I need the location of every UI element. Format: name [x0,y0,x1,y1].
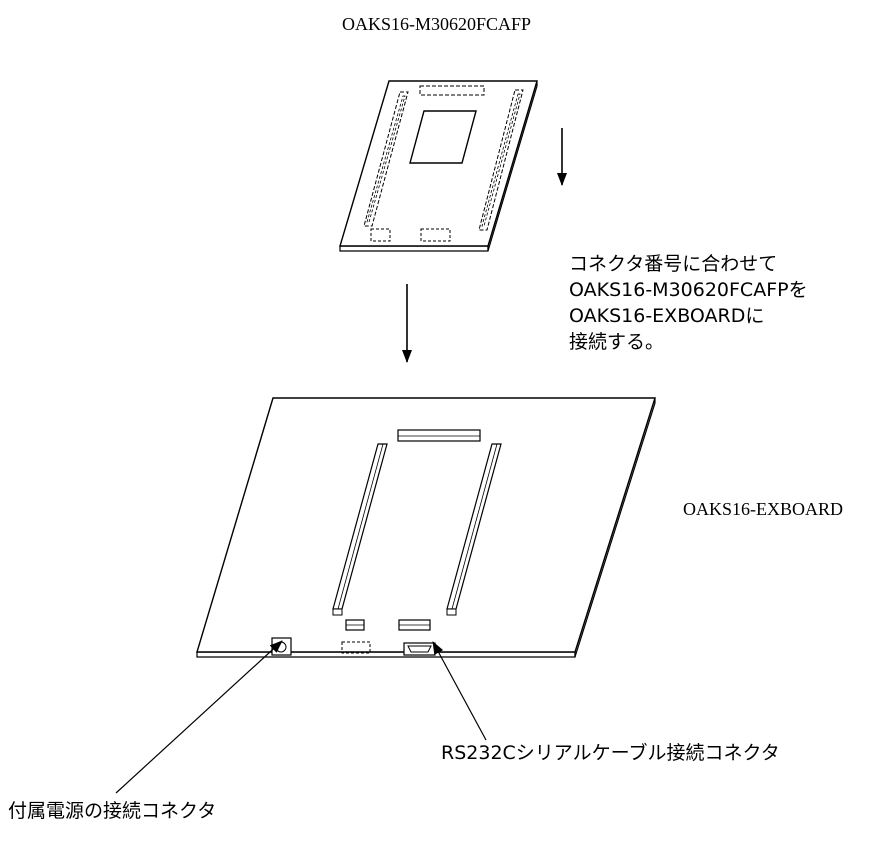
top-board-connector-right [478,89,524,231]
top-board-connector-left-inner [366,95,406,223]
main-board-thickness [196,651,576,658]
main-board-connector-edge-dashed [341,641,371,654]
top-board-connector-left [363,91,409,227]
instruction-text: コネクタ番号に合わせて OAKS16-M30620FCAFPを OAKS16-E… [569,251,808,355]
main-board [196,397,656,658]
power-connector-pointer [115,640,283,794]
top-board-connector-top [419,85,485,96]
instruction-line-1: コネクタ番号に合わせて [569,253,778,275]
main-board-connector-top [397,429,481,442]
instruction-line-3: OAKS16-EXBOARDに [569,305,765,327]
top-board-thickness [339,245,489,252]
serial-connector-label: RS232Cシリアルケーブル接続コネクタ [441,742,780,764]
instruction-line-2: OAKS16-M30620FCAFPを [569,279,808,301]
top-board-connector-bottom-right [420,228,451,242]
top-board-connector-bottom-left [370,228,391,242]
main-board-face [196,397,656,653]
top-board-label: OAKS16-M30620FCAFP [342,14,532,34]
instruction-line-4: 接続する。 [569,331,665,353]
top-board-chip [409,110,477,164]
power-connector-label: 付属電源の接続コネクタ [8,800,217,822]
main-board-label: OAKS16-EXBOARD [683,499,844,519]
serial-connector-shell [407,645,432,653]
serial-connector-pointer [432,641,487,741]
top-board [339,80,538,252]
power-jack-hole [275,641,287,653]
top-board-connector-right-inner [481,93,521,227]
